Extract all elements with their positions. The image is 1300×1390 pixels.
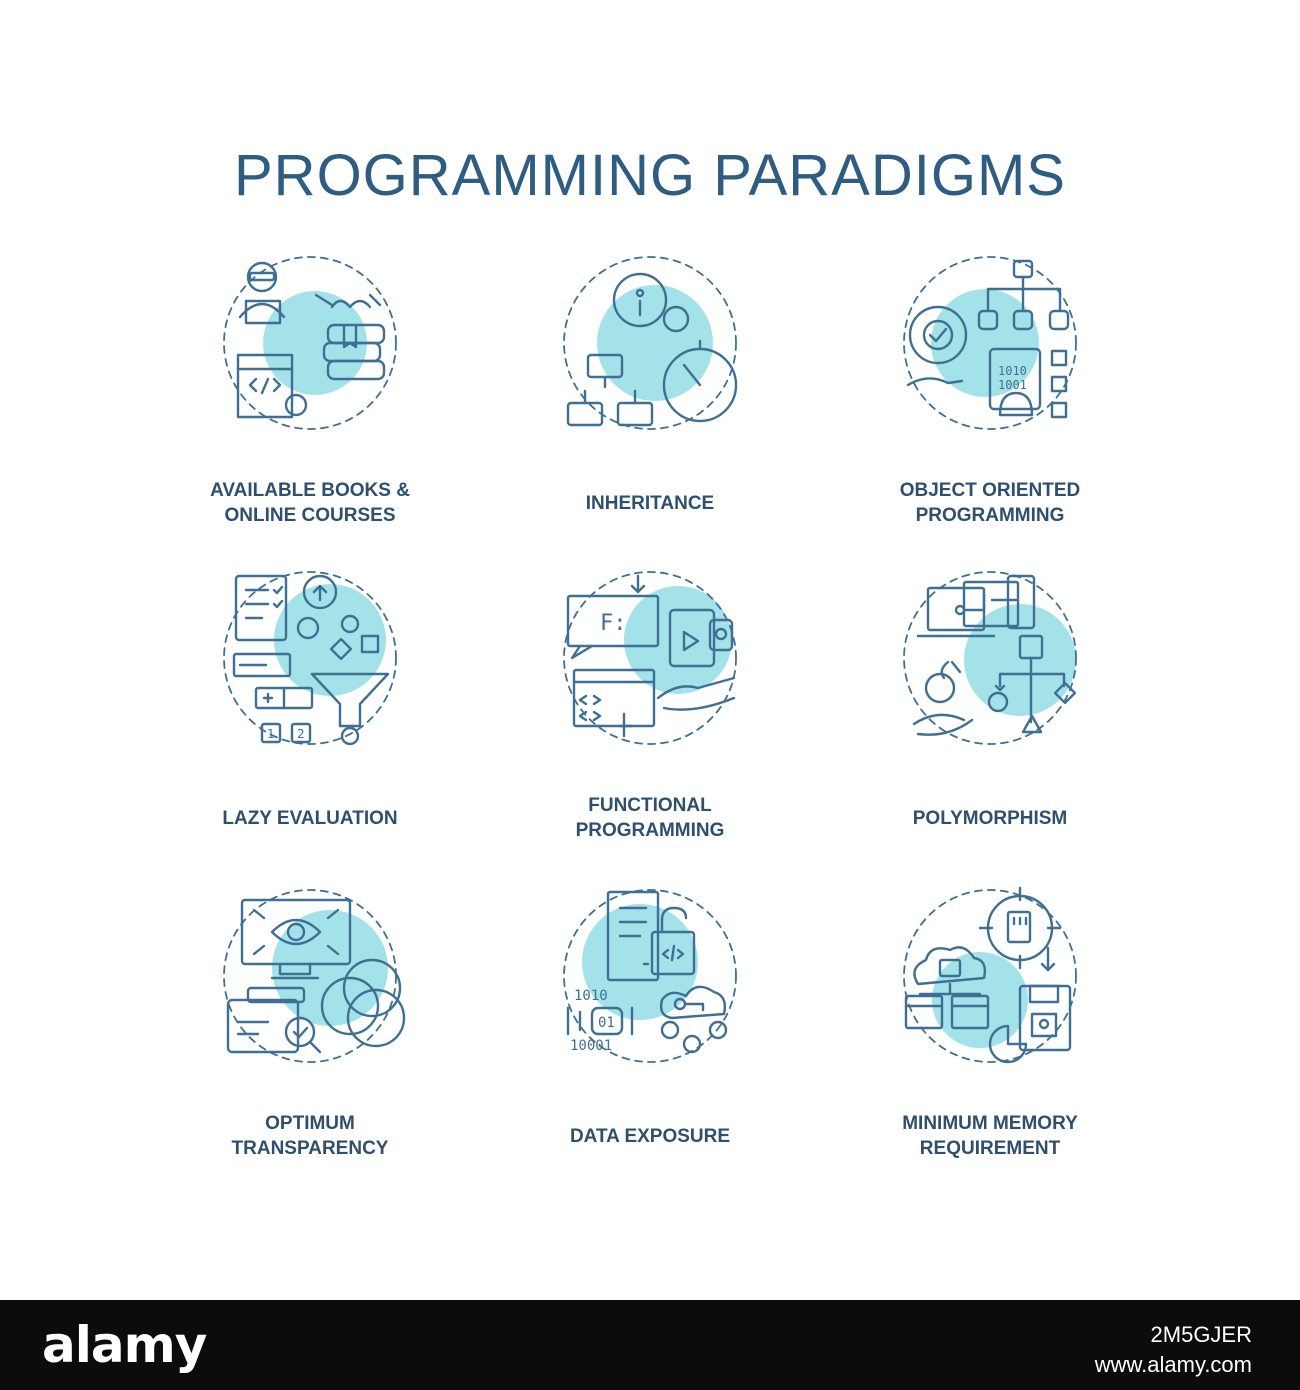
svg-text:1: 1 — [267, 727, 275, 741]
watermark-banner: alamy 2M5GJER www.alamy.com — [0, 1300, 1300, 1390]
card-polymorphism: POLYMORPHISM — [840, 570, 1140, 860]
label-books-courses: AVAILABLE BOOKS & ONLINE COURSES — [210, 480, 410, 526]
books-courses-icon — [220, 255, 400, 435]
memory-icon — [900, 886, 1080, 1068]
svg-text:1010: 1010 — [998, 364, 1027, 378]
label-transparency: OPTIMUM TRANSPARENCY — [231, 1113, 389, 1159]
card-books-courses: AVAILABLE BOOKS & ONLINE COURSES — [160, 255, 460, 545]
label-inheritance: INHERITANCE — [585, 492, 715, 514]
site-url: www.alamy.com — [1094, 1352, 1252, 1377]
svg-text:10001: 10001 — [570, 1038, 612, 1054]
data-exposure-icon: 1010 10001 01 — [560, 888, 740, 1068]
svg-text:2: 2 — [297, 727, 305, 741]
image-id: 2M5GJER — [1150, 1322, 1252, 1347]
label-polymorphism: POLYMORPHISM — [912, 807, 1068, 829]
polymorphism-icon — [900, 570, 1080, 750]
alamy-logo: alamy — [42, 1316, 207, 1374]
card-memory: MINIMUM MEMORY REQUIREMENT — [840, 886, 1140, 1178]
svg-text:1010: 1010 — [574, 988, 608, 1004]
label-memory: MINIMUM MEMORY REQUIREMENT — [902, 1113, 1078, 1159]
svg-text:01: 01 — [598, 1015, 615, 1031]
card-functional-programming: F: FUNCTIONAL PROGRAMMING — [500, 570, 800, 860]
functional-programming-icon: F: — [560, 570, 740, 750]
label-data-exposure: DATA EXPOSURE — [569, 1125, 731, 1147]
label-lazy-evaluation: LAZY EVALUATION — [222, 807, 398, 829]
card-data-exposure: 1010 10001 01 DATA EXPOSURE — [500, 888, 800, 1178]
label-object-oriented: OBJECT ORIENTED PROGRAMMING — [899, 480, 1081, 526]
card-inheritance: INHERITANCE — [500, 255, 800, 545]
label-functional-programming: FUNCTIONAL PROGRAMMING — [575, 795, 725, 841]
lazy-evaluation-icon: 1 2 — [220, 570, 400, 750]
object-oriented-icon: 1010 1001 — [900, 255, 1080, 435]
page-title: PROGRAMMING PARADIGMS — [234, 143, 1066, 208]
svg-text:1001: 1001 — [998, 378, 1027, 392]
card-lazy-evaluation: 1 2 LAZY EVALUATION — [160, 570, 460, 860]
card-object-oriented: 1010 1001 OBJECT ORIENTED PROGRAMMING — [840, 255, 1140, 545]
transparency-icon — [220, 888, 406, 1068]
inheritance-icon — [560, 255, 740, 435]
card-transparency: OPTIMUM TRANSPARENCY — [160, 888, 460, 1178]
svg-text:F:: F: — [600, 611, 627, 636]
